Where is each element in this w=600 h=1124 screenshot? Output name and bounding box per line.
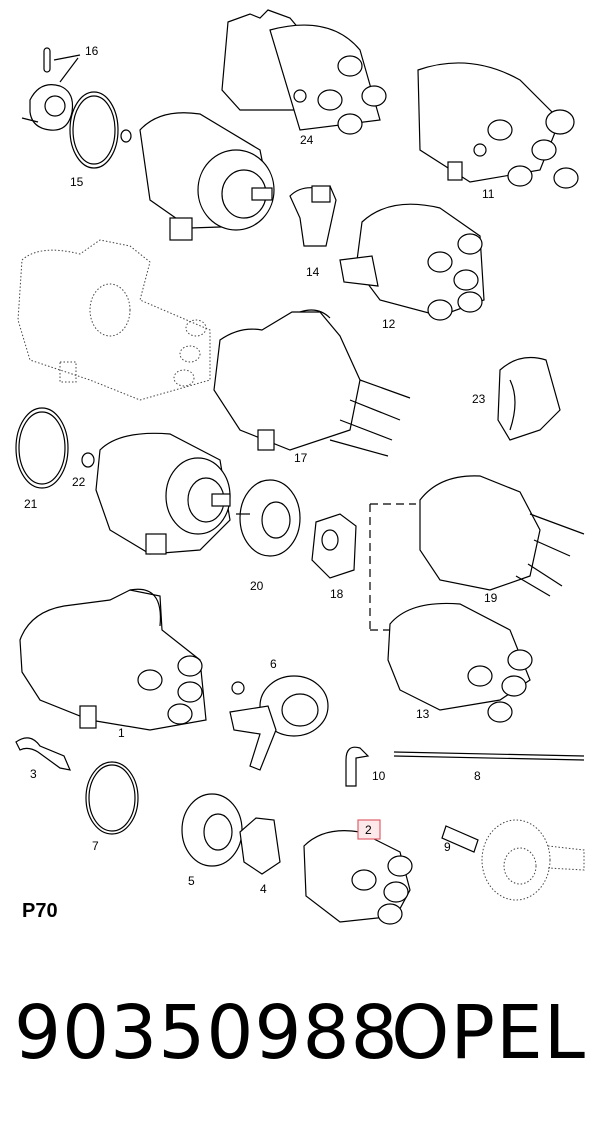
callout-20: 20 [250,579,264,593]
callout-2-highlight [357,819,381,840]
part-9-hose [441,825,479,853]
callout-3: 3 [30,767,37,781]
part-11-distributor-cap [417,62,579,189]
alternative-bracket [369,503,416,631]
callout-9: 9 [444,840,451,854]
part-6-vacuum-advance-unit [229,675,329,771]
callout-7: 7 [92,839,99,853]
callout-13: 13 [416,707,430,721]
distributor-body-mid [95,432,231,555]
callout-11: 11 [482,187,495,201]
part-15-seal-ring [69,91,132,169]
part-5-dust-shield [181,793,243,867]
part-22-washer [81,452,95,468]
part-7-o-ring [85,761,139,835]
part-15-rotor-plate [21,84,74,131]
part-19-distributor-cap-with-leads [419,475,585,597]
callout-10: 10 [372,769,386,783]
ghost-distributor-outline [17,239,211,401]
part-18-rotor-arm [311,513,357,579]
part-16-pin [43,47,81,83]
callout-6: 6 [270,657,277,671]
callout-23: 23 [472,392,486,406]
ghost-vacuum-unit [481,819,585,901]
callout-4: 4 [260,882,267,896]
part-13-distributor-cap [387,602,533,723]
callout-12: 12 [382,317,396,331]
callout-2: 2 [365,823,372,837]
callout-14: 14 [306,265,320,279]
distributor-body [139,112,275,241]
part-2-distributor-cap [303,830,413,925]
part-21-o-ring [15,407,69,489]
footer: 90350988 OPEL [0,985,600,1095]
callout-18: 18 [330,587,344,601]
part-4-rotor-arm [239,817,281,875]
callout-5: 5 [188,874,195,888]
callout-24: 24 [300,133,314,147]
part-17-distributor-cap-with-leads [213,309,411,457]
callout-1: 1 [118,726,125,740]
callout-19: 19 [484,591,498,605]
callout-22: 22 [72,475,86,489]
page-code: P70 [22,900,58,922]
part-23-cover [497,357,561,441]
part-12-distributor-cap [339,203,485,321]
callout-21: 21 [24,497,38,511]
callout-17: 17 [294,451,308,465]
callout-16: 16 [85,44,99,58]
part-3-retaining-clip [15,737,72,771]
part-8-rod [393,751,585,761]
callout-15: 15 [70,175,84,189]
callout-8: 8 [474,769,481,783]
part-14-rotor-arm [289,185,337,247]
exploded-parts-diagram: 16 15 24 11 14 12 23 17 21 22 20 18 19 1… [15,9,585,925]
part-10-vacuum-hose [345,746,370,787]
brand-name: OPEL [391,990,586,1076]
part-24-distributor-cap [221,9,387,135]
part-1-distributor-assembly [19,588,207,731]
part-number: 90350988 [14,990,399,1076]
part-20-dust-shield [236,479,301,557]
